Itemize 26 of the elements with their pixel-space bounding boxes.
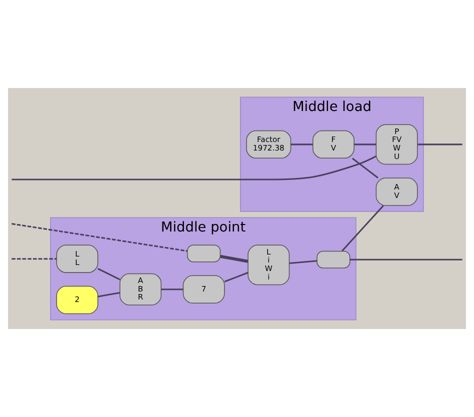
connector bbox=[418, 144, 462, 146]
node-box bbox=[187, 244, 221, 262]
connector bbox=[98, 268, 120, 280]
node-box: F V bbox=[312, 130, 354, 159]
connector bbox=[220, 254, 248, 263]
connector bbox=[290, 144, 313, 146]
node-box: 2 bbox=[56, 286, 98, 314]
node-box: A B R bbox=[120, 273, 162, 306]
node-box: A V bbox=[376, 178, 418, 206]
connector bbox=[12, 156, 377, 180]
node-box: P FV W U bbox=[376, 124, 418, 165]
connector bbox=[342, 205, 384, 252]
connector bbox=[98, 292, 120, 298]
node-box: L L bbox=[56, 244, 98, 273]
node-box bbox=[316, 250, 350, 268]
connector bbox=[224, 272, 248, 282]
connector bbox=[350, 258, 462, 260]
connector bbox=[289, 260, 318, 264]
connector bbox=[352, 158, 378, 178]
connector bbox=[12, 223, 188, 252]
connector bbox=[161, 288, 184, 290]
connector bbox=[354, 144, 376, 146]
connector bbox=[12, 258, 56, 260]
node-box: Factor 1972.38 bbox=[246, 130, 292, 159]
node-box: L i W i bbox=[248, 244, 290, 286]
node-box: 7 bbox=[182, 275, 225, 304]
